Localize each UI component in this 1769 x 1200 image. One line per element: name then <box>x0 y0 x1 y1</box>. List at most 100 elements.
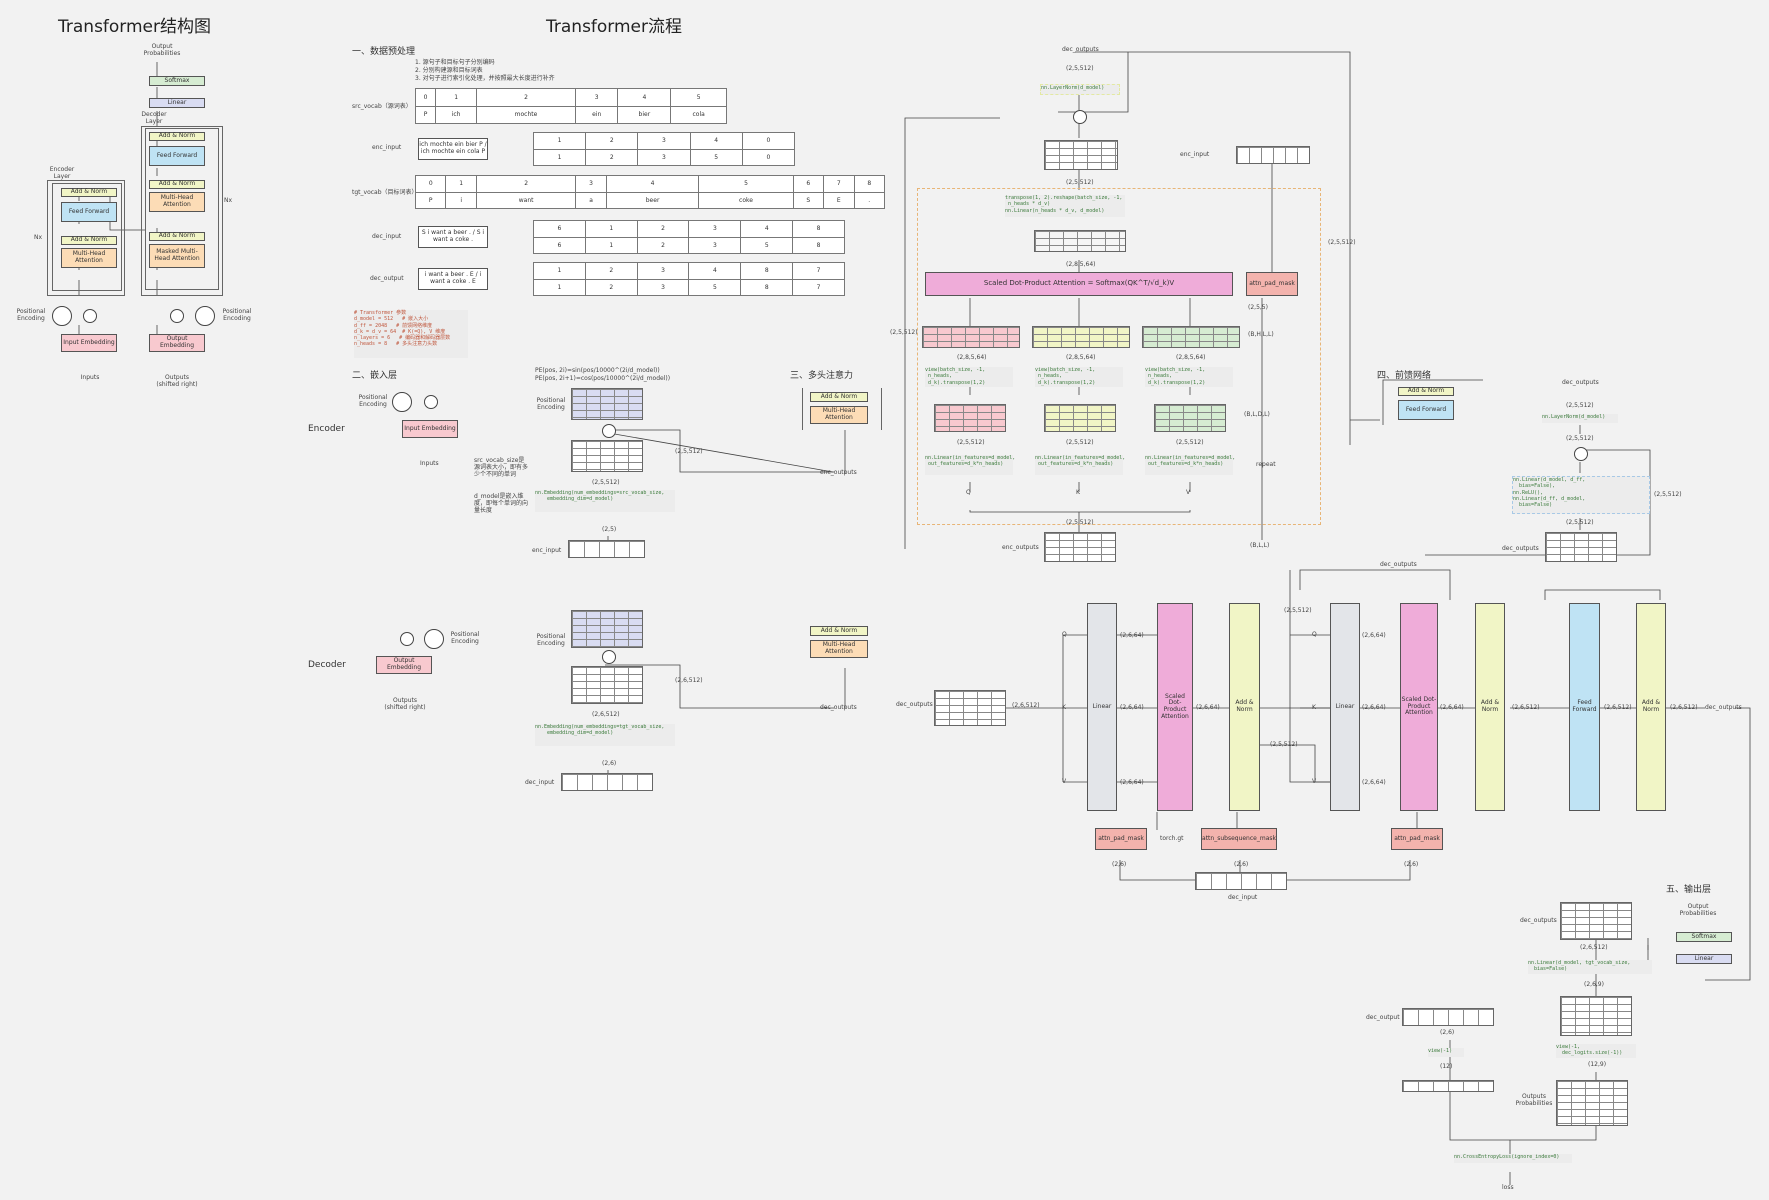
src-vocab-word-5: cola <box>670 105 727 124</box>
out-s-4: (2,6) <box>1440 1029 1455 1036</box>
flow-s-k2: (2,6,64) <box>1362 704 1386 711</box>
out-s-2: (2,6,9) <box>1584 981 1604 988</box>
enc-shape-2-5-512: (2,5,512) <box>592 479 620 486</box>
out-loss-code: nn.CrossEntropyLoss(ignore_index=0) <box>1454 1154 1572 1163</box>
enc-pe-matrix <box>571 388 643 420</box>
input-embedding-block: Input Embedding <box>61 334 117 352</box>
mha-v-shape: (2,8,5,64) <box>1176 354 1206 361</box>
flow-sdpa-2: Scaled Dot-Product Attention <box>1400 603 1438 811</box>
mha-heads-stack <box>1034 230 1126 252</box>
ffn-shape-3: (2,5,512) <box>1566 519 1594 526</box>
ffn-dec-outputs-left: dec_outputs <box>1380 561 1417 568</box>
flow-s-v1: (2,6,64) <box>1120 779 1144 786</box>
out-softmax: Softmax <box>1676 932 1732 942</box>
params-line: d_k = d_v = 64 # K(=Q), V 维度 <box>354 328 446 335</box>
enc-input-cell: 2 <box>585 148 639 166</box>
tgt-vocab-idx: 8 <box>853 175 885 193</box>
mha-q-linear-code: nn.Linear(in_features=d_model, out_featu… <box>925 455 1015 475</box>
flow-linear-2: Linear <box>1330 603 1360 811</box>
emb-dec-wave-icon <box>424 629 444 649</box>
dec-add-norm-1: Add & Norm <box>149 232 205 241</box>
architecture-title: Transformer结构图 <box>58 17 212 37</box>
dec-positional-wave-icon <box>195 306 215 326</box>
mha-k-linear-code: nn.Linear(in_features=d_model, out_featu… <box>1035 455 1125 475</box>
enc-embedding-matrix <box>571 440 643 472</box>
flow-attn-pad-mask-2: attn_pad_mask <box>1391 828 1443 850</box>
mha-shape-side: (2,5,512) <box>890 329 918 336</box>
dec-output-cell: 5 <box>688 278 742 296</box>
mha-view-code: transpose(1, 2).reshape(batch_size, -1, … <box>1005 195 1125 217</box>
enc-input-cell: 4 <box>689 132 743 150</box>
flow-s-ff: (2,6,512) <box>1604 704 1632 711</box>
mha-dashed-region <box>917 188 1321 525</box>
mha-ln-code: nn.LayerNorm(d_model) <box>1040 84 1120 95</box>
flow-s-mask2: (2,6) <box>1234 861 1249 868</box>
tgt-vocab-word: want <box>475 191 577 209</box>
emb-dec-input-row <box>561 773 653 791</box>
pe-formula-2: PE(pos, 2i+1)=cos(pos/10000^(2i/d_model)… <box>535 375 671 382</box>
mha-q-split-code: view(batch_size, -1, n_heads, d_k).trans… <box>925 367 1013 387</box>
encoder-layer-label: Encoder Layer <box>49 166 75 180</box>
section-2-title: 二、嵌入层 <box>352 371 398 381</box>
mha-v-split-code: view(batch_size, -1, n_heads, d_k).trans… <box>1145 367 1233 387</box>
enc-multi-head-attention: Multi-Head Attention <box>61 248 117 268</box>
decoder-row-label: Decoder <box>308 660 346 670</box>
enc-positional-encoding-label: Positional Encoding <box>16 308 46 322</box>
dec-output-label: dec_output <box>370 275 404 282</box>
enc-input-table: 1 2 3 4 0 1 2 3 5 0 <box>532 132 796 166</box>
flow-attn-subseq-mask: attn_subsequence_mask <box>1201 828 1277 850</box>
src-vocab-word-0: P <box>414 105 437 124</box>
tgt-vocab-idx: 2 <box>475 175 577 193</box>
ffn-dec-outputs-top: dec_outputs <box>1562 379 1599 386</box>
emb-dec-pe-label: Positional Encoding <box>450 631 480 645</box>
flow-dec-input-row <box>1195 872 1287 890</box>
emb-dec-add-icon <box>400 632 414 646</box>
flow-add-norm-2: Add & Norm <box>1475 603 1505 811</box>
section-3-title: 三、多头注意力 <box>790 371 854 381</box>
encoder-layer-frame <box>52 183 122 291</box>
enc-feed-forward: Feed Forward <box>61 202 117 222</box>
dec-add-circle-icon <box>170 309 184 323</box>
flow-s-sdpa2: (2,6,64) <box>1440 704 1464 711</box>
flow-s-k1: (2,6,64) <box>1120 704 1144 711</box>
mha-k-pre-shape: (2,5,512) <box>1066 439 1094 446</box>
emb-note-1: src_vocab_size是源词表大小，即有多少个不同的单词 <box>474 457 529 478</box>
preprocess-note-1: 1. 源句子和目标句子分别编码 <box>415 59 495 66</box>
dec-add-norm-2: Add & Norm <box>149 180 205 189</box>
flow-title: Transformer流程 <box>546 17 683 37</box>
mha-enc-outputs: enc_outputs <box>1002 544 1039 551</box>
tgt-vocab-word: coke <box>698 191 794 209</box>
ffn-mini-add-norm: Add & Norm <box>1398 387 1454 396</box>
flow-attn-pad-mask-1: attn_pad_mask <box>1095 828 1147 850</box>
enc-embedding-code: nn.Embedding(num_embeddings=src_vocab_si… <box>535 490 675 512</box>
dec-pe-add-icon <box>602 650 616 664</box>
dec-output-table: 1 2 3 4 8 7 1 2 3 5 8 7 <box>533 262 845 296</box>
flow-v2-label: V <box>1312 778 1317 785</box>
dec-input-cell: 6 <box>533 236 586 254</box>
section-5-title: 五、输出层 <box>1666 885 1712 895</box>
dec-output-cell: 2 <box>584 262 638 280</box>
emb-enc-pe-text: Positional Encoding <box>536 397 566 411</box>
mha-q-matrix <box>934 404 1006 432</box>
src-vocab-idx-4: 4 <box>617 88 672 107</box>
out-view2-code: view(-1) <box>1428 1048 1464 1057</box>
encoder-stack-frame <box>47 180 125 296</box>
out-view-code: view(-1, dec_logits.size(-1)) <box>1556 1044 1636 1058</box>
dec-shape-2-6-512: (2,6,512) <box>592 711 620 718</box>
src-vocab-label: src_vocab（源词表） <box>352 103 412 110</box>
mha-label-bll: (B,L,L) <box>1250 542 1270 549</box>
ffn-shape-1: (2,5,512) <box>1566 402 1594 409</box>
mha-k-heads <box>1032 326 1130 348</box>
out-s-1: (2,6,512) <box>1580 944 1608 951</box>
tgt-vocab-idx: 0 <box>414 175 447 193</box>
enc-input-cell: 5 <box>689 148 743 166</box>
emb-dec-outputs-label: dec_outputs <box>820 704 857 711</box>
flow-s-mid: (2,5,512) <box>1270 741 1298 748</box>
mha-label-bhll: (B,H,L,L) <box>1248 331 1274 338</box>
tgt-vocab-word: . <box>853 191 885 209</box>
enc-nx-label: Nx <box>34 234 43 241</box>
enc-add-norm-2: Add & Norm <box>61 188 117 197</box>
dec-add-norm-3: Add & Norm <box>149 132 205 141</box>
out-loss-label: loss <box>1502 1184 1514 1191</box>
